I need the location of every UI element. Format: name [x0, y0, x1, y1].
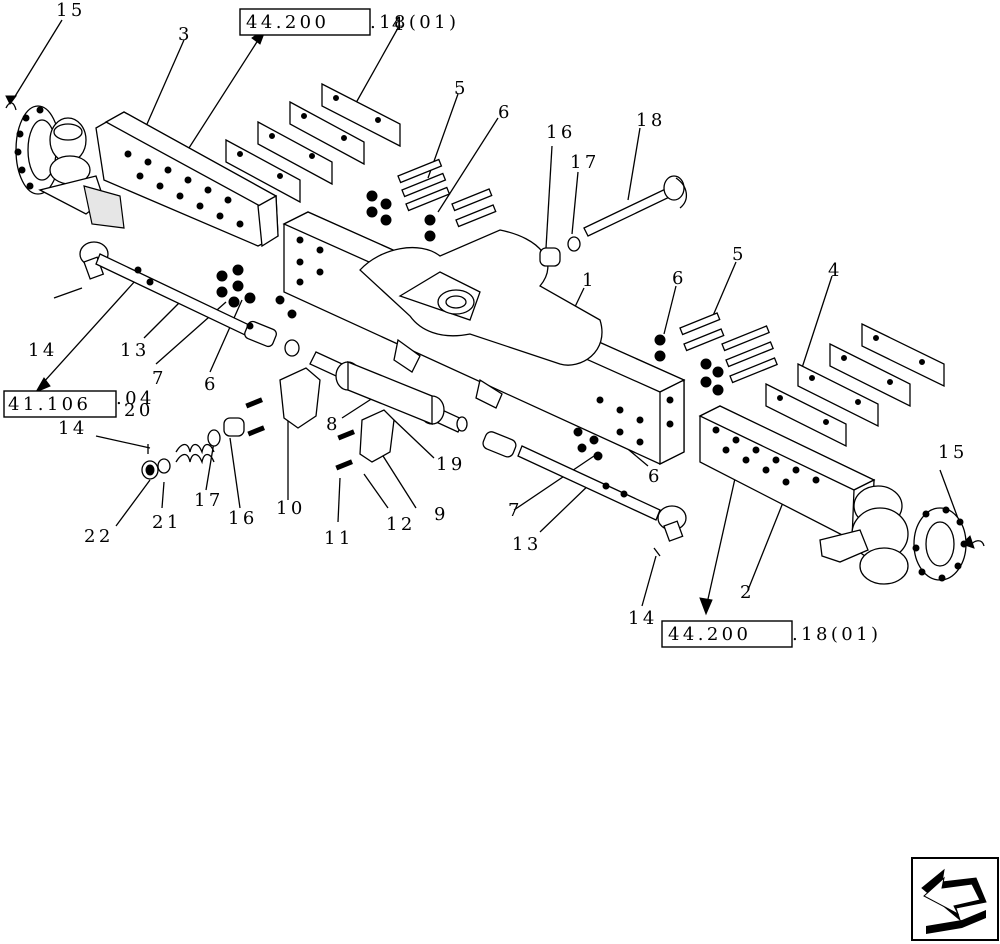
callout-17: 17 [194, 490, 224, 511]
callout-14: 14 [28, 340, 58, 361]
callout-4: 4 [392, 14, 407, 35]
callout-21: 21 [152, 512, 182, 533]
callout-8: 8 [326, 414, 341, 435]
brackets [245, 367, 395, 471]
callout-2: 2 [740, 582, 755, 603]
reference-left[interactable] [3, 390, 117, 418]
center-axle-beam [282, 211, 686, 466]
callout-16: 16 [228, 508, 258, 529]
right-axle-end [698, 405, 985, 585]
callout-7: 7 [152, 368, 167, 389]
callout-6: 6 [648, 466, 663, 487]
callout-7: 7 [508, 500, 523, 521]
callout-14: 14 [58, 418, 88, 439]
pivot-pin [539, 175, 687, 267]
left-tie-rod [79, 241, 300, 357]
reference-top[interactable] [239, 8, 371, 36]
callout-17: 17 [570, 152, 600, 173]
shim-stack-left [225, 82, 401, 204]
callout-9: 9 [434, 504, 449, 525]
callout-13: 13 [512, 534, 542, 555]
reference-top-suffix: .18(01) [370, 12, 459, 33]
left-axle-end [5, 102, 279, 248]
callout-19: 19 [436, 454, 466, 475]
callout-3: 3 [178, 24, 193, 45]
reference-bottom-code: 44.200 [668, 624, 751, 645]
callout-20: 20 [124, 400, 154, 421]
callout-15: 15 [56, 0, 86, 21]
previous-page-arrow-icon[interactable] [911, 857, 999, 941]
callout-5: 5 [732, 244, 747, 265]
callout-6: 6 [672, 268, 687, 289]
spring-stack [141, 417, 245, 480]
callout-1: 1 [582, 270, 597, 291]
callout-10: 10 [276, 498, 306, 519]
bolts-right [679, 312, 778, 384]
callout-labels: 15 3 4 5 6 16 18 17 1 6 5 4 14 13 7 6 20… [28, 0, 968, 629]
right-tie-rod [482, 431, 687, 557]
callout-22: 22 [84, 526, 114, 547]
callout-5: 5 [454, 78, 469, 99]
callout-18: 18 [636, 110, 666, 131]
callout-11: 11 [324, 528, 354, 549]
callout-6: 6 [498, 102, 513, 123]
reference-left-code: 41.106 [8, 394, 91, 415]
reference-labels: 44.200 .18(01) 41.106 .04 44.200 .18(01) [8, 12, 881, 645]
callout-12: 12 [386, 514, 416, 535]
reference-top-code: 44.200 [246, 12, 329, 33]
reference-left-suffix: .04 [116, 388, 155, 409]
callout-14: 14 [628, 608, 658, 629]
callout-15: 15 [938, 442, 968, 463]
reference-bottom[interactable] [661, 620, 793, 648]
bolts-left [366, 158, 497, 242]
callout-4: 4 [828, 260, 843, 281]
callout-6: 6 [204, 374, 219, 395]
reference-bottom-suffix: .18(01) [792, 624, 881, 645]
callout-16: 16 [546, 122, 576, 143]
steering-cylinder [309, 351, 468, 433]
shim-stack-right [765, 322, 945, 448]
callout-13: 13 [120, 340, 150, 361]
nuts-center [216, 264, 724, 461]
